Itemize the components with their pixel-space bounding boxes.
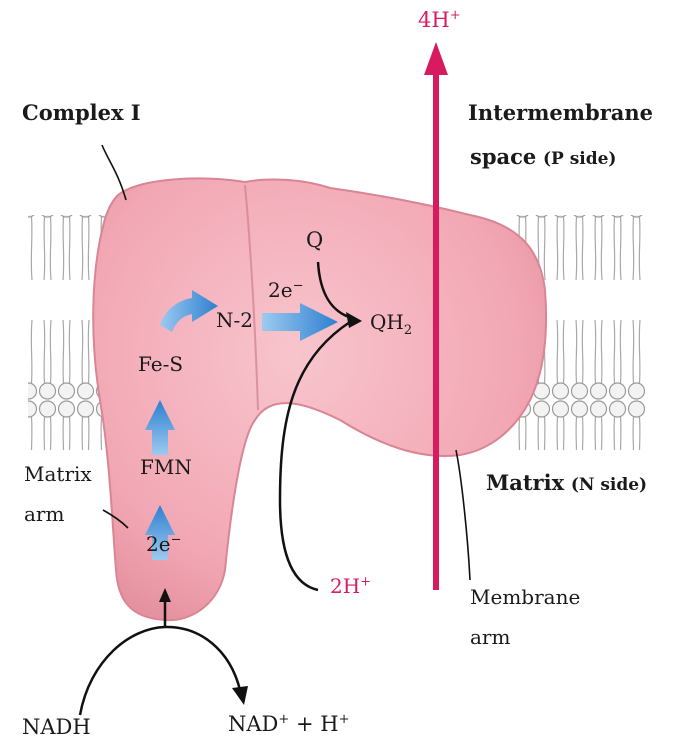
nad-sup: + — [278, 712, 289, 727]
two-e-top-label: 2e− — [268, 278, 303, 302]
matrix-arm-label-2: arm — [24, 502, 64, 526]
two-e-top-base: 2e — [268, 278, 293, 302]
fmn-label: FMN — [140, 455, 192, 479]
two-h-sup: + — [360, 574, 371, 589]
q-label: Q — [306, 228, 323, 252]
two-h-base: 2H — [330, 574, 360, 598]
n-side-word: (N side) — [571, 475, 647, 495]
two-e-top-sup: − — [293, 278, 304, 293]
nad-rest: + H — [289, 712, 338, 736]
h-sup: + — [339, 712, 350, 727]
intermembrane-label: Intermembrane — [468, 100, 653, 125]
matrix-word: Matrix — [486, 470, 564, 495]
two-h-plus-label: 2H+ — [330, 574, 371, 598]
space-word: space — [470, 144, 536, 169]
four-h-plus-label: 4H+ — [418, 8, 461, 32]
p-side-word: (P side) — [543, 149, 617, 169]
matrix-arm-label-1: Matrix — [24, 462, 92, 486]
p-side-label: space (P side) — [470, 144, 616, 169]
two-e-bottom-sup: − — [171, 532, 182, 547]
n2-label: N-2 — [216, 308, 253, 332]
nad-arrowhead — [232, 686, 248, 705]
qh2-sub: 2 — [404, 323, 412, 338]
matrix-side-label: Matrix (N side) — [486, 470, 647, 495]
nad-plus-label: NAD+ + H+ — [228, 712, 349, 736]
nadh-label: NADH — [22, 715, 91, 739]
two-e-bottom-base: 2e — [146, 532, 171, 556]
qh2-label: QH2 — [370, 310, 412, 338]
membrane-arm-label-1: Membrane — [470, 585, 580, 609]
complex-i-label: Complex I — [22, 100, 141, 125]
fes-label: Fe-S — [138, 352, 183, 376]
nad-base: NAD — [228, 712, 278, 736]
four-h-sup: + — [450, 8, 461, 23]
qh2-base: QH — [370, 310, 404, 334]
membrane-arm-label-2: arm — [470, 625, 510, 649]
four-h-base: 4H — [418, 8, 450, 32]
two-e-bottom-label: 2e− — [146, 532, 181, 556]
